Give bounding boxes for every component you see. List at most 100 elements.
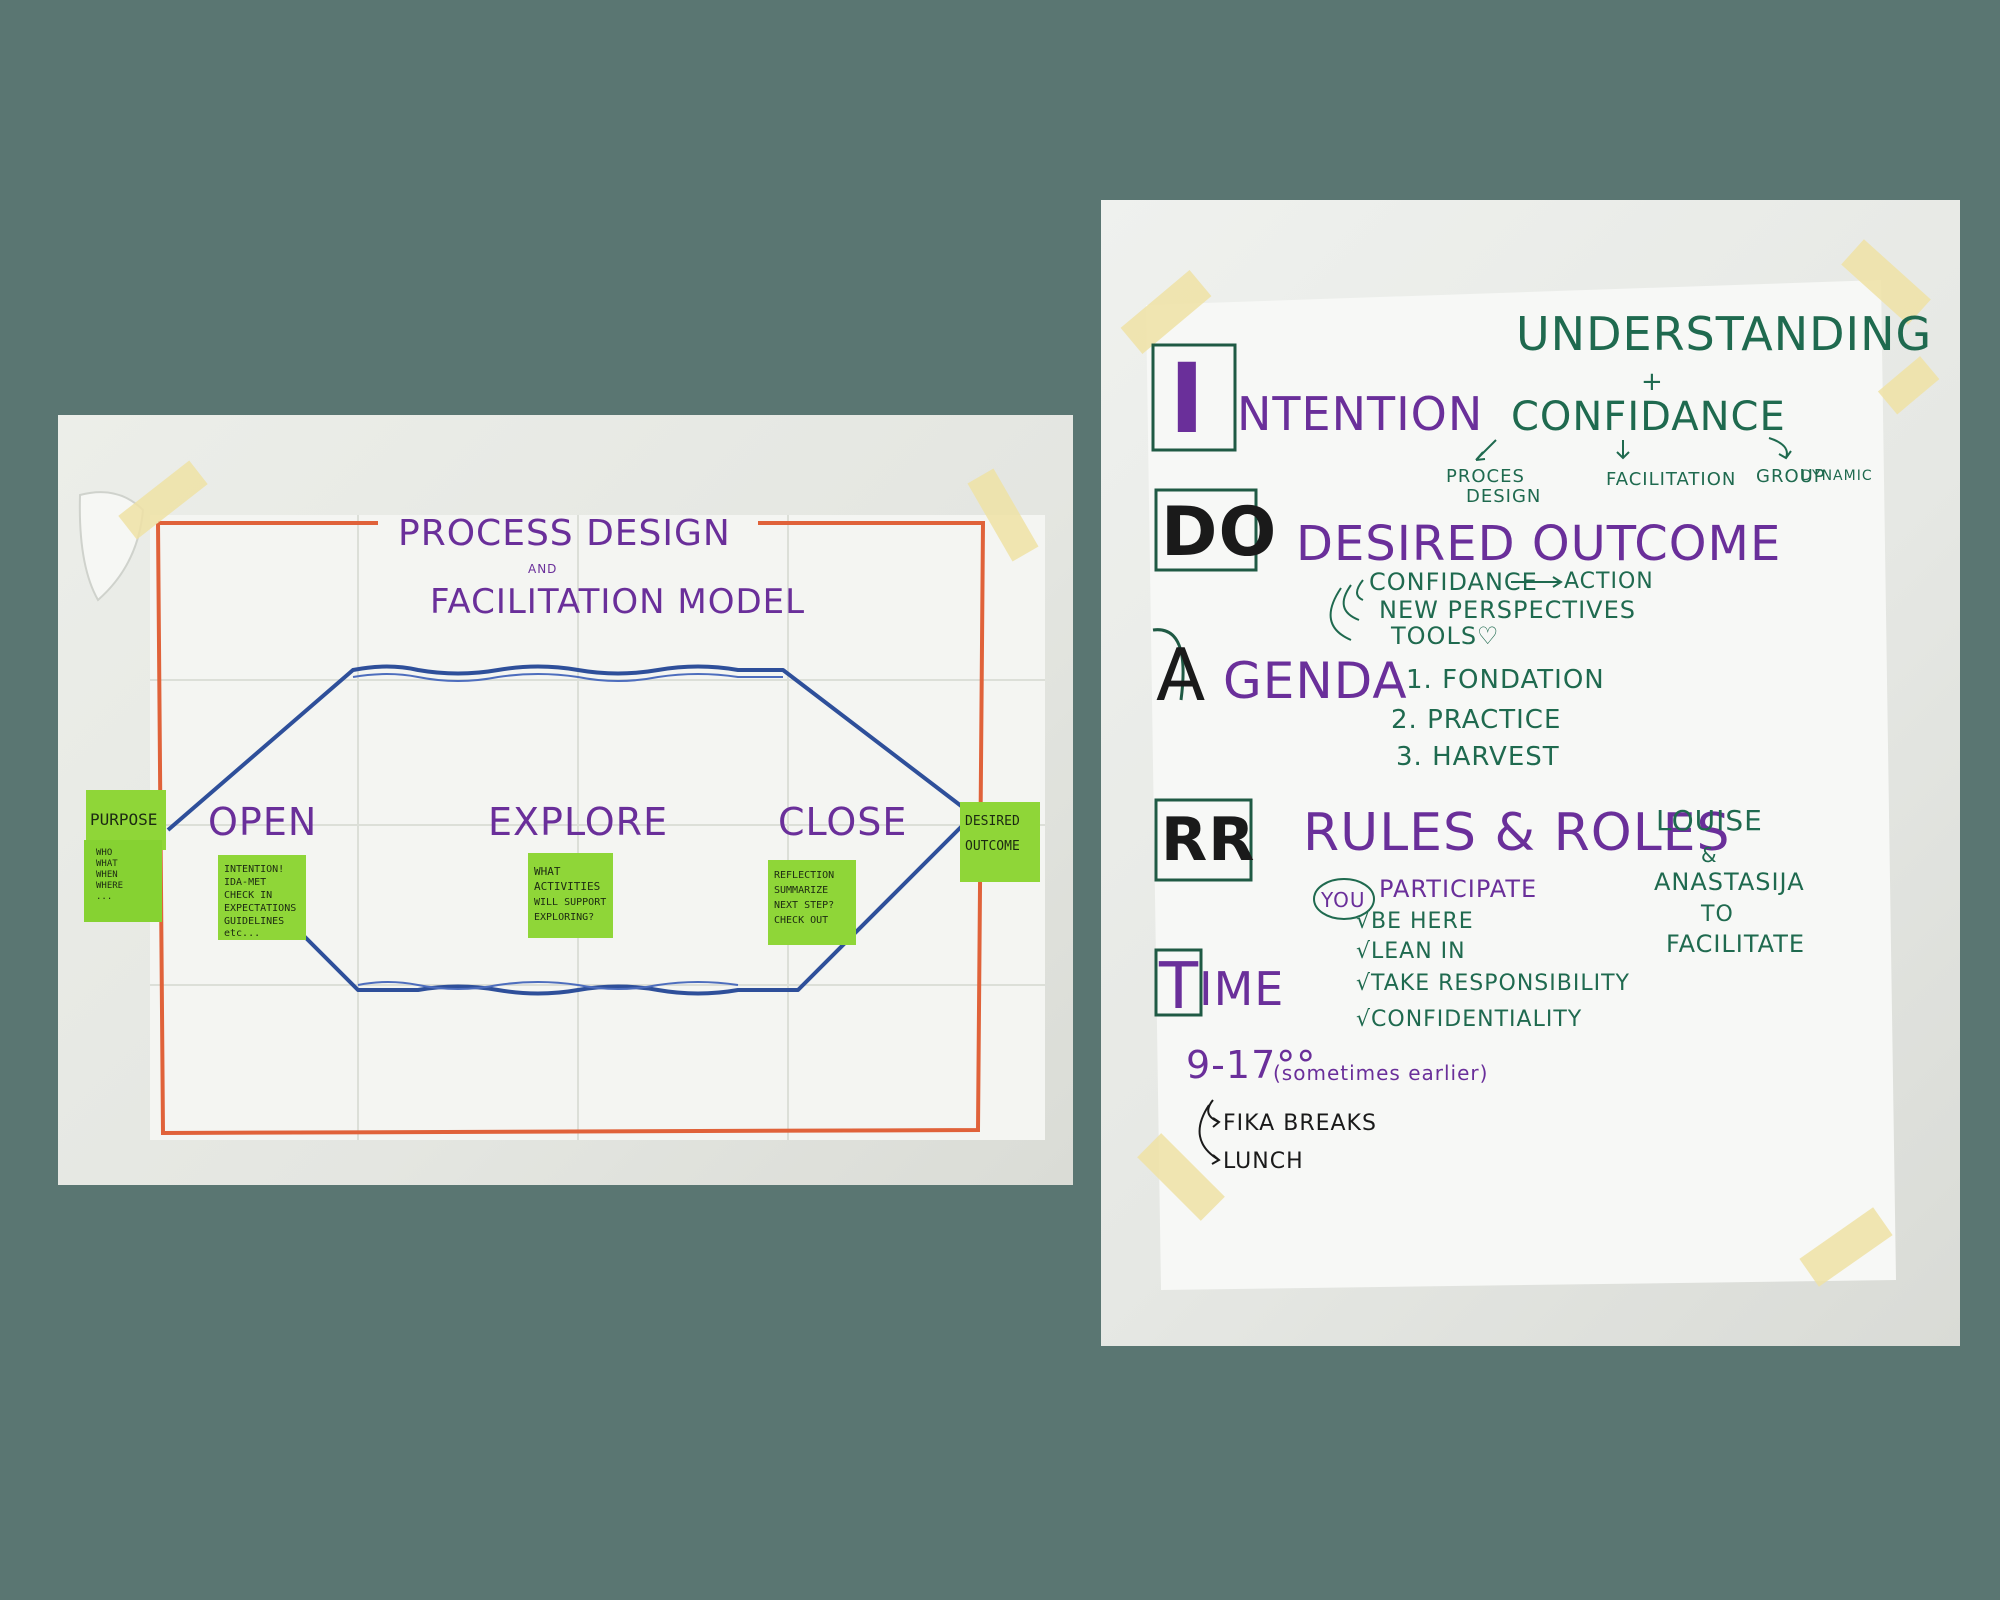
understanding-text: UNDERSTANDING	[1516, 307, 1932, 361]
tape-bottom-left	[1137, 1133, 1225, 1221]
participate-text: PARTICIPATE	[1379, 875, 1537, 903]
hexagon-wave-top	[352, 673, 783, 682]
do-item: TOOLS♡	[1390, 622, 1500, 650]
time-range: 9-17°°	[1186, 1043, 1316, 1087]
facilitator-line: LOUISE	[1656, 804, 1763, 837]
rules-roles-text: RULES & ROLES	[1303, 803, 1731, 863]
process-design-poster-photo: PROCESS DESIGN AND FACILITATION MODEL OP…	[58, 415, 1073, 1185]
plus-sign: +	[1641, 367, 1664, 397]
sticky-close-line: REFLECTION	[774, 870, 834, 881]
facilitator-line: ANASTASIJA	[1654, 868, 1805, 896]
intention-text: NTENTION	[1237, 387, 1483, 441]
agenda-text: GENDA	[1223, 652, 1408, 710]
sticky-purpose-line: ...	[96, 892, 112, 902]
poster-title-line1: PROCESS DESIGN	[398, 513, 731, 554]
facilitator-line: FACILITATE	[1666, 930, 1805, 958]
rr-item: √CONFIDENTIALITY	[1356, 1007, 1582, 1032]
sticky-close-line: SUMMARIZE	[774, 885, 828, 896]
time-text: IME	[1199, 962, 1284, 1016]
sticky-explore: WHAT ACTIVITIES WILL SUPPORT EXPLORING?	[528, 853, 613, 938]
you-circle	[1313, 878, 1375, 920]
sticky-open-line: etc...	[224, 928, 260, 939]
stage-explore: EXPLORE	[488, 800, 668, 844]
letter-i: I	[1169, 343, 1206, 455]
sticky-close-bg	[768, 860, 856, 945]
letter-do: DO	[1161, 493, 1277, 572]
stage-close: CLOSE	[778, 800, 907, 844]
sticky-open-line: GUIDELINES	[224, 916, 284, 927]
poster-title-and: AND	[528, 562, 557, 576]
rr-item: √BE HERE	[1356, 909, 1474, 934]
proces-design-line1: PROCES	[1446, 466, 1525, 487]
sticky-desired-line: DESIRED	[965, 814, 1020, 829]
sticky-open: INTENTION! IDA-MET CHECK IN EXPECTATIONS…	[218, 855, 306, 940]
sticky-purpose-bottom	[84, 840, 162, 922]
flipchart-sheet	[1146, 280, 1896, 1290]
sticky-purpose-title: PURPOSE	[90, 810, 157, 829]
sticky-open-line: INTENTION!	[224, 864, 284, 875]
letter-boxes	[1151, 343, 1258, 1017]
sticky-desired-bg	[960, 802, 1040, 882]
sticky-close-line: CHECK OUT	[774, 915, 828, 926]
poster-title-line2: FACILITATION MODEL	[430, 582, 805, 622]
sticky-purpose-line: WHEN	[96, 870, 118, 880]
poster-sheet	[150, 515, 1045, 1140]
letter-box-do	[1154, 488, 1258, 572]
time-arrows	[1198, 1099, 1221, 1165]
facilitator-line: &	[1701, 843, 1718, 867]
sticky-explore-line: WILL SUPPORT	[534, 897, 606, 908]
tape-right	[1877, 356, 1940, 415]
idart-poster-photo: I DO A RR T NTENTION UNDERSTANDING + CON…	[1101, 200, 1960, 1346]
sticky-explore-line: EXPLORING?	[534, 912, 594, 923]
sticky-open-line: IDA-MET	[224, 877, 266, 888]
do-item: ACTION	[1564, 569, 1654, 594]
sticky-open-line: CHECK IN	[224, 890, 272, 901]
facilitator-line: TO	[1700, 902, 1734, 927]
letter-a: A	[1156, 633, 1206, 717]
sticky-close: REFLECTION SUMMARIZE NEXT STEP? CHECK OU…	[768, 860, 856, 945]
sticky-open-bg	[218, 855, 306, 940]
sticky-purpose-line: WHAT	[96, 859, 118, 869]
sticky-purpose-line: WHERE	[96, 881, 123, 891]
hexagon-wave-bottom	[357, 981, 739, 990]
facilitation-text: FACILITATION	[1606, 469, 1736, 490]
do-brackets	[1329, 576, 1563, 641]
time-item: FIKA BREAKS	[1223, 1111, 1377, 1136]
do-item: NEW PERSPECTIVES	[1379, 596, 1636, 624]
sticky-purpose-line: WHO	[96, 848, 112, 858]
letter-rr: RR	[1161, 805, 1255, 875]
sticky-purpose: PURPOSE WHO WHAT WHEN WHERE ...	[84, 790, 166, 922]
idart-drawing: I DO A RR T NTENTION UNDERSTANDING + CON…	[1120, 239, 1940, 1290]
tape-top-right	[1841, 239, 1931, 325]
agenda-item: 1. FONDATION	[1406, 665, 1605, 695]
tape-top-left	[118, 460, 208, 540]
rr-item: √LEAN IN	[1356, 939, 1466, 964]
sticky-explore-line: WHAT	[534, 865, 561, 878]
desired-outcome-text: DESIRED OUTCOME	[1296, 516, 1781, 572]
letter-box-t	[1154, 948, 1203, 1017]
sticky-open-line: EXPECTATIONS	[224, 903, 296, 914]
time-note: (sometimes earlier)	[1273, 1061, 1488, 1085]
process-hexagon	[166, 664, 975, 996]
tape-top-left	[1120, 270, 1212, 354]
intention-arrows	[1475, 437, 1792, 461]
rr-item: √TAKE RESPONSIBILITY	[1356, 971, 1630, 996]
sticky-close-line: NEXT STEP?	[774, 900, 834, 911]
letter-box-a	[1152, 628, 1185, 701]
group-dynamic-line1: GROUP	[1756, 466, 1826, 487]
sticky-desired-outcome: DESIRED OUTCOME	[960, 802, 1040, 882]
confidance-text: CONFIDANCE	[1511, 394, 1786, 440]
do-item: CONFIDANCE	[1369, 568, 1538, 596]
sticky-explore-bg	[528, 853, 613, 938]
stage-open: OPEN	[208, 800, 317, 844]
letter-box-i	[1151, 343, 1237, 452]
agenda-item: 2. PRACTICE	[1391, 705, 1561, 735]
sticky-desired-line: OUTCOME	[965, 839, 1020, 854]
sticky-explore-line: ACTIVITIES	[534, 880, 600, 893]
proces-design-line2: DESIGN	[1466, 486, 1541, 507]
agenda-item: 3. HARVEST	[1396, 742, 1560, 772]
orange-border	[156, 521, 986, 1136]
tape-top-right	[967, 468, 1039, 562]
group-dynamic-line2: DYNAMIC	[1801, 468, 1873, 484]
poster-drawing: PROCESS DESIGN AND FACILITATION MODEL OP…	[78, 460, 1045, 1140]
